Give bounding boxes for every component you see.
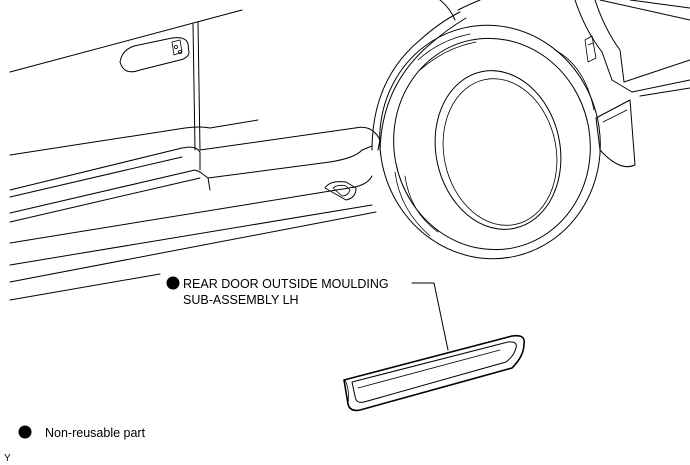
leader-line (411, 282, 449, 351)
legend: Non-reusable part (18, 425, 146, 440)
non-reusable-marker-icon (166, 276, 180, 290)
vehicle-body-illustration (9, 0, 690, 301)
legend-filled-circle-icon (18, 425, 32, 439)
wheel-tire-illustration (379, 24, 601, 260)
rear-door-moulding-part (343, 334, 526, 412)
part-callout: REAR DOOR OUTSIDE MOULDING SUB-ASSEMBLY … (166, 276, 449, 351)
callout-label-line1: REAR DOOR OUTSIDE MOULDING (183, 277, 389, 291)
callout-label-line2: SUB-ASSEMBLY LH (183, 293, 299, 307)
corner-mark: Y (4, 453, 11, 464)
legend-label: Non-reusable part (45, 426, 146, 440)
